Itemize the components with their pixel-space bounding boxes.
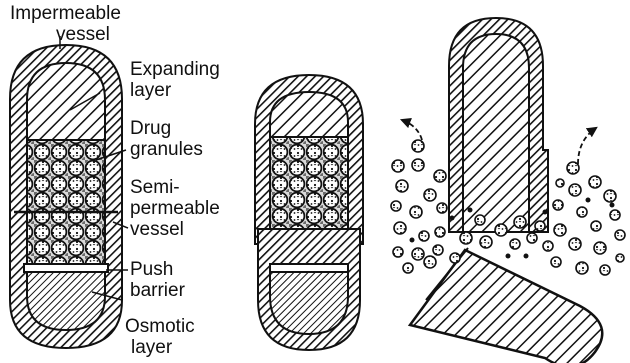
- label-impermeable-vessel-line2: vessel: [10, 24, 121, 45]
- label-push-barrier: Push barrier: [130, 259, 185, 301]
- tilted-body: [410, 250, 602, 363]
- push-barrier-2: [270, 264, 348, 272]
- label-drug-granules-line1: Drug: [130, 118, 203, 139]
- capsule-ruptured: [391, 18, 625, 363]
- label-drug-granules: Drug granules: [130, 118, 203, 160]
- label-osmotic-layer: Osmotic layer: [125, 316, 195, 358]
- label-push-barrier-line1: Push: [130, 259, 185, 280]
- label-expanding-layer: Expanding layer: [130, 59, 220, 101]
- label-expanding-layer-line2: layer: [130, 80, 220, 101]
- osmotic-layer: [27, 272, 105, 330]
- label-expanding-layer-line1: Expanding: [130, 59, 220, 80]
- label-push-barrier-line2: barrier: [130, 280, 185, 301]
- release-arrow-left: [402, 120, 422, 140]
- label-semipermeable-vessel-line2: permeable: [130, 198, 220, 219]
- release-arrow-right: [578, 128, 596, 164]
- label-semipermeable-vessel: Semi- permeable vessel: [130, 177, 220, 240]
- drug-granules-core: [27, 140, 105, 264]
- expanding-layer: [27, 63, 105, 140]
- osmotic-layer-2: [270, 272, 348, 334]
- label-osmotic-layer-line1: Osmotic: [125, 316, 195, 337]
- label-osmotic-layer-line2: layer: [125, 337, 195, 358]
- capsule-intact: [10, 36, 128, 348]
- capsule-expanded: [255, 75, 363, 350]
- push-barrier: [24, 264, 108, 272]
- label-impermeable-vessel-line1: Impermeable: [10, 3, 121, 24]
- label-semipermeable-vessel-line3: vessel: [130, 219, 220, 240]
- label-drug-granules-line2: granules: [130, 139, 203, 160]
- label-impermeable-vessel: Impermeable vessel: [10, 3, 121, 45]
- expanding-layer-3: [463, 34, 529, 232]
- label-semipermeable-vessel-line1: Semi-: [130, 177, 220, 198]
- expanding-layer-2: [270, 92, 348, 137]
